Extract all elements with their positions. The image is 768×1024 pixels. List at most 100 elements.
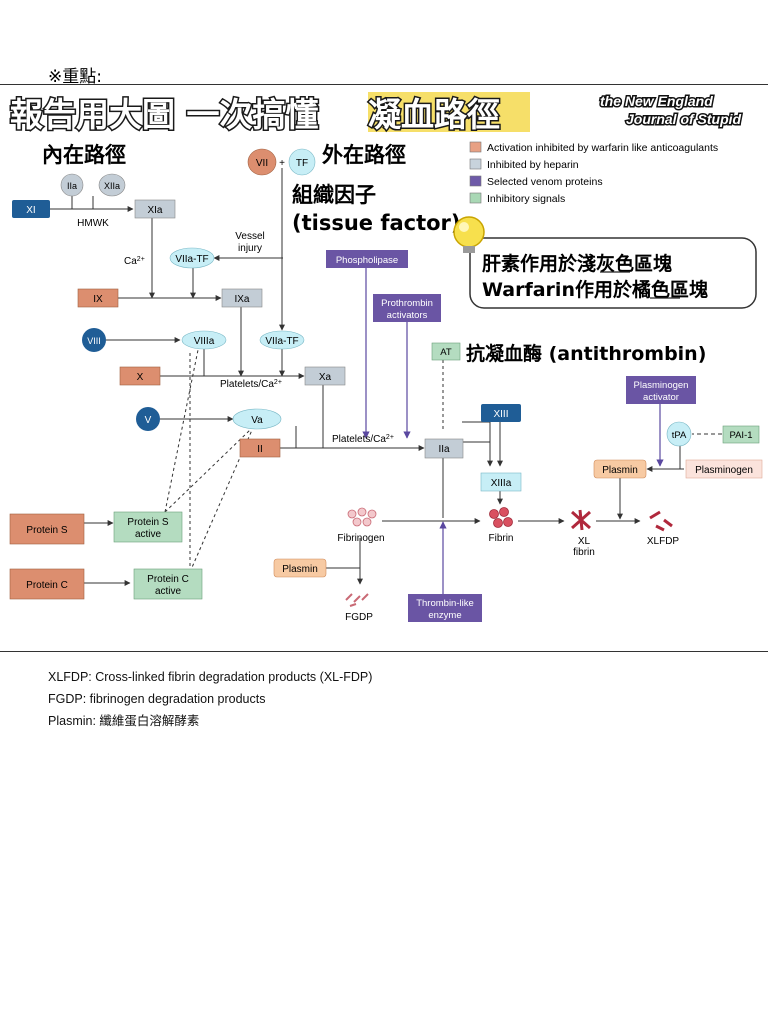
factor-xiia-node: XIIa xyxy=(98,173,126,197)
title-highlight-bg xyxy=(368,92,530,132)
figure-title: 報告用大圖 一次搞懂 凝血路徑 xyxy=(9,92,530,136)
xlfdp-icon xyxy=(649,510,673,532)
phospholipase-label: Phospholipase xyxy=(336,255,398,266)
factor-ixa-node: IXa xyxy=(221,288,263,308)
footnote-plasmin: Plasmin: 纖維蛋白溶解酵素 xyxy=(48,714,200,728)
fibrin-icon xyxy=(489,507,513,528)
factor-ii-label: II xyxy=(257,444,263,455)
phospholipase-node: Phospholipase xyxy=(326,250,408,268)
legend-swatch-warfarin xyxy=(469,141,482,153)
factor-xiii-label: XIII xyxy=(493,409,508,420)
factor-ii-node: II xyxy=(239,438,281,458)
tissue-factor-en-label: (tissue factor) xyxy=(292,211,461,235)
factor-xa-node: Xa xyxy=(304,366,346,386)
protein-s-node: Protein S xyxy=(9,513,85,545)
coagulation-pathway-figure: 報告用大圖 一次搞懂 凝血路徑 the New England Journal … xyxy=(0,86,768,650)
calcium-label: Ca2+ xyxy=(124,256,145,268)
protein-c-label: Protein C xyxy=(26,580,68,591)
plasminogen-activator-node: Plasminogen activator xyxy=(626,376,696,404)
tissue-factor-zh-label: 組織因子 xyxy=(292,183,376,207)
plasmin-right-node: Plasmin xyxy=(593,459,647,479)
plus-sign: + xyxy=(279,158,285,169)
plasminogen-node: Plasminogen xyxy=(685,459,763,479)
fgdp-icon xyxy=(345,593,369,607)
factor-xiiia-node: XIIIa xyxy=(480,472,522,492)
platelets-label-1: Platelets/Ca2+ xyxy=(220,379,282,391)
factor-ixa-label: IXa xyxy=(234,294,249,305)
factor-xiia-label: XIIa xyxy=(104,181,120,191)
protein-s-active-line-2: active xyxy=(135,529,162,540)
footnote-fgdp: FGDP: fibrinogen degradation products xyxy=(48,692,266,706)
callout-box xyxy=(469,237,757,309)
extrinsic-pathway-label: 外在路徑 xyxy=(322,143,406,167)
factor-xa-label: Xa xyxy=(319,372,332,383)
legend-swatch-venom xyxy=(469,175,482,187)
intrinsic-pathway-label: 內在路徑 xyxy=(42,143,126,167)
tissue-factor-node-label: TF xyxy=(296,158,308,169)
tpa-label: tPA xyxy=(672,430,687,441)
factor-xia-label: XIa xyxy=(147,205,162,216)
viia-tf-low-label: VIIa-TF xyxy=(265,336,298,347)
factor-iia-label: IIa xyxy=(438,444,450,455)
pai1-node: PAI-1 xyxy=(722,425,760,444)
title-main: 報告用大圖 一次搞懂 xyxy=(10,95,319,134)
xl-fibrin-line-2: fibrin xyxy=(573,547,595,558)
plasmin-left-node: Plasmin xyxy=(273,558,327,578)
factor-vii-node: VII xyxy=(247,148,277,176)
footnotes: XLFDP: Cross-linked fibrin degradation p… xyxy=(48,668,372,734)
factor-xiii-node: XIII xyxy=(481,404,521,422)
factor-iia-top-label: IIa xyxy=(67,181,77,191)
callout: 肝素作用於淺灰色區塊 Warfarin作用於橘色區塊 xyxy=(469,237,757,309)
tissue-factor-node: TF xyxy=(288,148,316,176)
fibrin-label: Fibrin xyxy=(488,533,513,544)
factor-xia-node: XIa xyxy=(134,199,176,219)
lightbulb-icon xyxy=(453,216,485,253)
prothrombin-activators-node: Prothrombin activators xyxy=(373,294,441,322)
platelets-label-2: Platelets/Ca2+ xyxy=(332,434,394,446)
legend-swatch-heparin xyxy=(469,158,482,170)
legend-label-heparin: Inhibited by heparin xyxy=(487,159,579,171)
factor-viiia-label: VIIIa xyxy=(194,336,215,347)
xlfdp-label: XLFDP xyxy=(647,536,680,547)
viia-tf-mid-node: VIIa-TF xyxy=(169,247,215,269)
legend: Activation inhibited by warfarin like an… xyxy=(469,141,718,205)
factor-ix-label: IX xyxy=(93,294,103,305)
top-divider xyxy=(0,84,768,85)
factor-viii-label: VIII xyxy=(87,336,101,346)
factor-xiiia-label: XIIIa xyxy=(491,478,512,489)
thrombin-like-enzyme-node: Thrombin-like enzyme xyxy=(408,594,482,622)
protein-c-active-line-1: Protein C xyxy=(147,574,189,585)
plasmin-right-label: Plasmin xyxy=(602,465,638,476)
protein-s-active-line-1: Protein S xyxy=(127,517,168,528)
plasminogen-activator-line-2: activator xyxy=(643,392,679,403)
legend-label-venom: Selected venom proteins xyxy=(487,176,603,188)
legend-label-warfarin: Activation inhibited by warfarin like an… xyxy=(487,142,718,154)
venom-connectors xyxy=(362,268,664,598)
vessel-injury-line-1: Vessel xyxy=(235,231,264,242)
factor-xi-node: XI xyxy=(12,200,50,218)
thrombin-like-line-2: enzyme xyxy=(428,610,461,621)
plasminogen-label: Plasminogen xyxy=(695,465,753,476)
footnote-xlfdp: XLFDP: Cross-linked fibrin degradation p… xyxy=(48,670,373,684)
factor-va-node: Va xyxy=(232,408,282,430)
fibrinogen-icon xyxy=(347,507,377,527)
factor-viii-node: VIII xyxy=(82,328,106,352)
factor-x-label: X xyxy=(137,372,144,383)
pai1-label: PAI-1 xyxy=(729,430,752,441)
vessel-injury-line-2: injury xyxy=(238,243,262,254)
prothrombin-activators-line-1: Prothrombin xyxy=(381,298,433,309)
protein-s-label: Protein S xyxy=(26,525,67,536)
protein-c-active-line-2: active xyxy=(155,586,182,597)
fgdp-label: FGDP xyxy=(345,612,373,623)
plasmin-left-label: Plasmin xyxy=(282,564,318,575)
section-heading: ※重點: xyxy=(48,67,102,87)
legend-label-inhibitory: Inhibitory signals xyxy=(487,193,565,205)
plasminogen-activator-line-1: Plasminogen xyxy=(634,380,689,391)
factor-iia-top-node: IIa xyxy=(60,173,84,197)
antithrombin-node: AT xyxy=(431,342,461,361)
factor-viiia-node: VIIIa xyxy=(181,330,227,350)
viia-tf-mid-label: VIIa-TF xyxy=(175,254,208,265)
tpa-node: tPA xyxy=(666,421,692,447)
callout-line-1: 肝素作用於淺灰色區塊 xyxy=(482,252,672,275)
journal-line-2: Journal of Stupid xyxy=(626,111,742,127)
